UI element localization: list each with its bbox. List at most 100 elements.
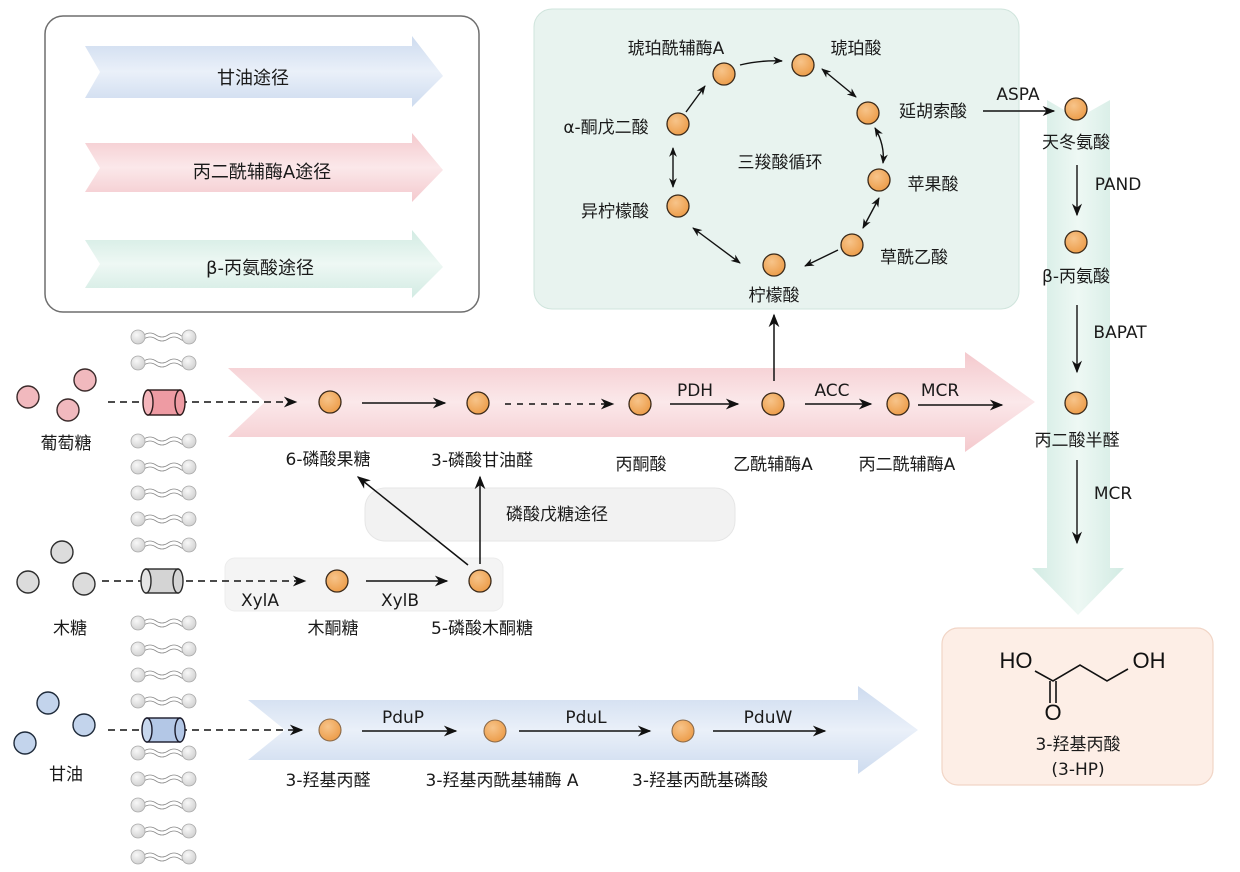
tca-label-fumarate: 延胡索酸 [899, 102, 967, 122]
product-panel: HO OH O 3-羟基丙酸 (3-HP) [941, 627, 1214, 786]
tca-arrow-oxaloacetate-citrate [804, 249, 839, 267]
metabolite-node [325, 569, 349, 593]
label-glucose: 葡萄糖 [41, 434, 92, 454]
glucose-transporter [142, 389, 186, 416]
legend-label-alanine: β-丙氨酸途径 [206, 258, 314, 279]
label-xylulose: 木酮糖 [308, 619, 359, 639]
structure-bonds [1034, 664, 1129, 682]
ppp-label: 磷酸戊糖途径 [506, 505, 608, 525]
metabolite-node [628, 392, 652, 416]
ppp-panel [364, 487, 736, 542]
alanine-pathway: ASPA 天冬氨酸 PAND β-丙氨酸 BAPAT 丙二酸半醛 MCR [983, 85, 1147, 615]
lipid-molecule [130, 849, 197, 865]
legend-arrow-alanine [85, 230, 443, 298]
legend-arrow-malonyl [85, 133, 443, 202]
cell-membrane [130, 329, 197, 865]
x5p-to-f6p-arrow [356, 476, 469, 566]
metabolite-node [483, 719, 507, 743]
glycerol-molecule [13, 731, 37, 755]
enzyme-acc: ACC [814, 381, 849, 401]
xylose-pathway: 磷酸戊糖途径 木糖 XylA XylB 木酮糖 5-磷酸木酮糖 [16, 475, 736, 639]
xylose-pathway-bg [224, 557, 504, 612]
enzyme-pdh: PDH [677, 381, 713, 401]
lipid-molecule [130, 329, 197, 345]
tca-panel: 三羧酸循环 琥珀酰辅酶A 琥珀酸 延胡索酸 苹果酸 草酰乙酸 柠檬酸 异柠檬酸 … [533, 8, 1020, 310]
tca-label-malate: 苹果酸 [908, 175, 959, 195]
metabolite-node [791, 53, 815, 77]
malonyl-pathway: 葡萄糖 PDH ACC MCR 6-磷酸果糖 3-磷酸甘油醛 丙酮酸 乙酰辅酶A… [16, 313, 1035, 475]
lipid-molecule [130, 537, 197, 553]
enzyme-pduw: PduW [744, 708, 793, 728]
metabolite-node [666, 112, 690, 136]
lipid-molecule [130, 823, 197, 839]
metabolite-node [318, 390, 342, 414]
legend: 甘油途径 丙二酰辅酶A途径 β-丙氨酸途径 [44, 15, 480, 313]
label-malonic-semialdehyde: 丙二酸半醛 [1035, 431, 1120, 451]
tca-arrow-succoa-succinate [739, 56, 783, 66]
tca-arrow-malate-oxaloacetate [862, 197, 880, 229]
xylose-molecule [72, 572, 96, 596]
label-aspartate: 天冬氨酸 [1042, 133, 1110, 153]
glucose-molecule [73, 368, 97, 392]
alanine-pathway-arrow [1032, 100, 1124, 615]
metabolite-node [867, 168, 891, 192]
glycerol-transporter [141, 717, 186, 743]
xylose-transporter [140, 568, 184, 594]
xylose-molecule [50, 540, 74, 564]
legend-arrow-glycerol [85, 36, 443, 107]
legend-label-glycerol: 甘油途径 [217, 68, 289, 89]
enzyme-pdup: PduP [382, 708, 424, 728]
tca-title: 三羧酸循环 [738, 153, 823, 173]
glucose-molecule [56, 398, 80, 422]
label-beta-alanine: β-丙氨酸 [1042, 267, 1110, 287]
label-pyruvate: 丙酮酸 [616, 455, 667, 475]
label-3-hp-phosphate: 3-羟基丙酰基磷酸 [632, 771, 768, 791]
metabolite-node [1064, 230, 1088, 254]
enzyme-bapat: BAPAT [1093, 323, 1147, 343]
tca-arrow-succinate-fumarate [821, 68, 857, 98]
label-malonyl-coa: 丙二酰辅酶A [859, 455, 956, 475]
lipid-molecule [130, 641, 197, 657]
lipid-molecule [130, 433, 197, 449]
structure-oh: OH [1133, 648, 1166, 673]
lipid-molecule [130, 615, 197, 631]
label-xylose: 木糖 [53, 619, 87, 639]
tca-label-citrate: 柠檬酸 [749, 286, 800, 306]
metabolite-node [1064, 97, 1088, 121]
label-3-hpa: 3-羟基丙醛 [286, 771, 371, 791]
enzyme-xylb: XylB [381, 591, 419, 611]
lipid-molecule [130, 511, 197, 527]
legend-label-malonyl: 丙二酰辅酶A途径 [193, 162, 331, 183]
tca-label-succinyl-coa: 琥珀酰辅酶A [628, 39, 725, 59]
metabolite-node [468, 569, 492, 593]
label-acetyl-coa: 乙酰辅酶A [733, 455, 813, 475]
xylose-molecule [16, 570, 40, 594]
enzyme-pand: PAND [1095, 175, 1142, 195]
enzyme-pdul: PduL [565, 708, 607, 728]
product-name: 3-羟基丙酸 [1036, 735, 1121, 755]
tca-label-oxaloacetate: 草酰乙酸 [880, 248, 948, 268]
metabolite-node [761, 392, 785, 416]
tca-label-isocitrate: 异柠檬酸 [581, 202, 649, 222]
lipid-molecule [130, 771, 197, 787]
metabolite-node [840, 233, 864, 257]
label-3-hp-coa: 3-羟基丙酰基辅酶 A [426, 771, 579, 791]
enzyme-xyla: XylA [241, 591, 279, 611]
structure-ho: HO [1000, 648, 1033, 673]
tca-label-akg: α-酮戊二酸 [563, 118, 648, 138]
lipid-molecule [130, 667, 197, 683]
label-g3p: 3-磷酸甘油醛 [431, 451, 533, 471]
lipid-molecule [130, 693, 197, 709]
tca-arrow-fumarate-malate [874, 127, 888, 164]
lipid-molecule [130, 355, 197, 371]
tca-arrow-citrate-isocitrate [692, 227, 741, 264]
metabolite-node [466, 391, 490, 415]
product-abbr: (3-HP) [1051, 760, 1104, 780]
metabolite-node [712, 62, 736, 86]
metabolite-node [666, 194, 690, 218]
tca-label-succinate: 琥珀酸 [831, 39, 882, 59]
metabolite-node [762, 253, 786, 277]
product-panel-bg [941, 627, 1214, 786]
tca-arrow-akg-succoa [685, 85, 706, 113]
